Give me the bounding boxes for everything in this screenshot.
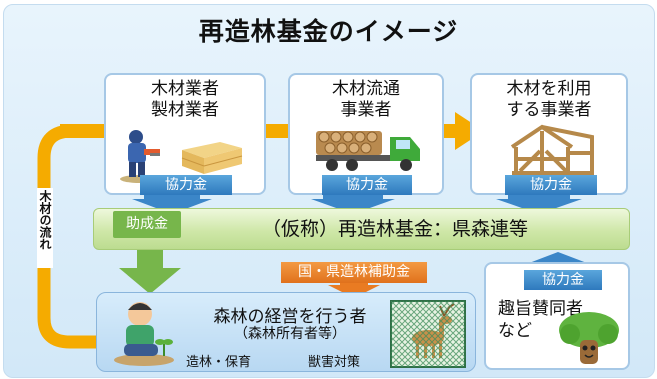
farmer-seedling-icon: [114, 302, 174, 366]
wood-flow-loop: [37, 124, 100, 349]
grant-down-arrow: [119, 236, 181, 294]
activity-pest-control: 獣害対策: [308, 355, 361, 370]
contribution-label: 協力金: [140, 175, 232, 195]
grant-label: 助成金: [113, 211, 181, 238]
contribution-label: 協力金: [322, 175, 412, 195]
activity-planting: 造林・保育: [186, 355, 252, 370]
subsidy-down-arrow: [328, 283, 380, 298]
business1-down-arrow: [132, 192, 212, 214]
fund-label: （仮称）再造林基金：県森連等: [261, 218, 528, 240]
forest-owner-title: 森林の経営を行う者: [213, 307, 367, 327]
house-frame-icon: [510, 124, 594, 175]
tree-character-icon: [559, 312, 619, 364]
business2-down-arrow: [311, 192, 395, 214]
business-label: 製材業者: [151, 100, 219, 120]
forest-owner-subtitle: （森林所有者等）: [234, 326, 346, 342]
business-label: 木材流通: [332, 79, 400, 99]
business-label: 木材業者: [151, 79, 219, 99]
deer-fence-icon: [390, 300, 466, 368]
business-label: 木材を利用: [506, 79, 592, 99]
wood-flow-label: 木材の流れ: [38, 190, 52, 250]
business-label: 事業者: [340, 100, 392, 120]
subsidy-label: 国・県造林補助金: [281, 262, 427, 283]
supporters-label: 趣旨賛同者: [498, 299, 583, 319]
supporters-card: 協力金 趣旨賛同者 など: [484, 262, 630, 370]
business-card-distribution: 木材流通 事業者 協力金: [288, 73, 444, 195]
log-truck-icon: [316, 131, 420, 171]
fund-bar: [93, 208, 630, 250]
contribution-label: 協力金: [524, 270, 602, 290]
business-card-lumber: 木材業者 製材業者 協力金: [104, 73, 266, 195]
diagram-title: 再造林基金のイメージ: [198, 17, 459, 46]
contribution-label: 協力金: [505, 175, 597, 195]
business3-down-arrow: [496, 192, 582, 214]
business-card-users: 木材を利用 する事業者 協力金: [470, 73, 628, 195]
business-label: する事業者: [506, 100, 592, 120]
lumber-stack-icon: [181, 142, 243, 174]
wood-flow-arrow: [60, 112, 484, 150]
supporters-label: など: [498, 321, 532, 341]
